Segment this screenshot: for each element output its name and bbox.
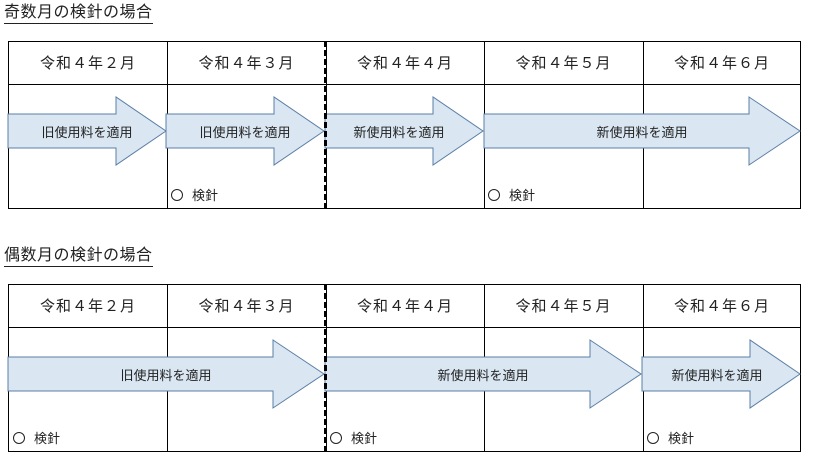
meter-reading-label: 検針 xyxy=(351,432,378,447)
old-rate-arrow xyxy=(7,339,325,409)
arrow-label: 新使用料を適用 xyxy=(437,369,529,384)
month-header: 令和４年４月 xyxy=(356,297,453,315)
month-header: 令和４年２月 xyxy=(39,54,136,72)
arrow-label: 旧使用料を適用 xyxy=(120,369,212,384)
odd-header-row xyxy=(9,42,800,85)
odd-section-title: 奇数月の検針の場合 xyxy=(4,2,153,24)
old-rate-arrow xyxy=(7,96,167,166)
month-header: 令和４年４月 xyxy=(356,54,453,72)
meter-reading-label: 検針 xyxy=(668,432,695,447)
month-header: 令和４年５月 xyxy=(515,297,612,315)
meter-reading-marker: 検針 xyxy=(647,428,694,447)
meter-reading-label: 検針 xyxy=(34,432,61,447)
rate-change-divider xyxy=(324,41,327,209)
arrow-label: 新使用料を適用 xyxy=(671,369,763,384)
arrow-label: 新使用料を適用 xyxy=(353,126,445,141)
new-rate-arrow xyxy=(483,96,801,166)
arrow-label: 新使用料を適用 xyxy=(596,126,688,141)
circle-icon xyxy=(488,189,500,201)
month-header: 令和４年２月 xyxy=(39,297,136,315)
arrow-label: 旧使用料を適用 xyxy=(199,126,291,141)
even-section-title: 偶数月の検針の場合 xyxy=(4,245,153,267)
circle-icon xyxy=(330,432,342,444)
circle-icon xyxy=(647,432,659,444)
circle-icon xyxy=(13,432,25,444)
month-header: 令和４年６月 xyxy=(673,297,770,315)
new-rate-arrow xyxy=(324,96,484,166)
arrow-label: 旧使用料を適用 xyxy=(41,126,133,141)
month-header: 令和４年６月 xyxy=(673,54,770,72)
new-rate-arrow xyxy=(324,339,642,409)
circle-icon xyxy=(171,189,183,201)
meter-reading-label: 検針 xyxy=(509,189,536,204)
meter-reading-marker: 検針 xyxy=(171,185,218,204)
new-rate-arrow xyxy=(641,339,801,409)
even-header-row xyxy=(9,285,800,328)
month-header: 令和４年３月 xyxy=(198,54,295,72)
rate-change-divider xyxy=(324,284,327,452)
old-rate-arrow xyxy=(165,96,325,166)
meter-reading-marker: 検針 xyxy=(488,185,535,204)
meter-reading-marker: 検針 xyxy=(330,428,377,447)
month-header: 令和４年５月 xyxy=(515,54,612,72)
meter-reading-marker: 検針 xyxy=(13,428,60,447)
odd-timeline-table: 令和４年２月 令和４年３月 令和４年４月 令和４年５月 令和４年６月 xyxy=(8,41,801,209)
meter-reading-label: 検針 xyxy=(192,189,219,204)
month-header: 令和４年３月 xyxy=(198,297,295,315)
